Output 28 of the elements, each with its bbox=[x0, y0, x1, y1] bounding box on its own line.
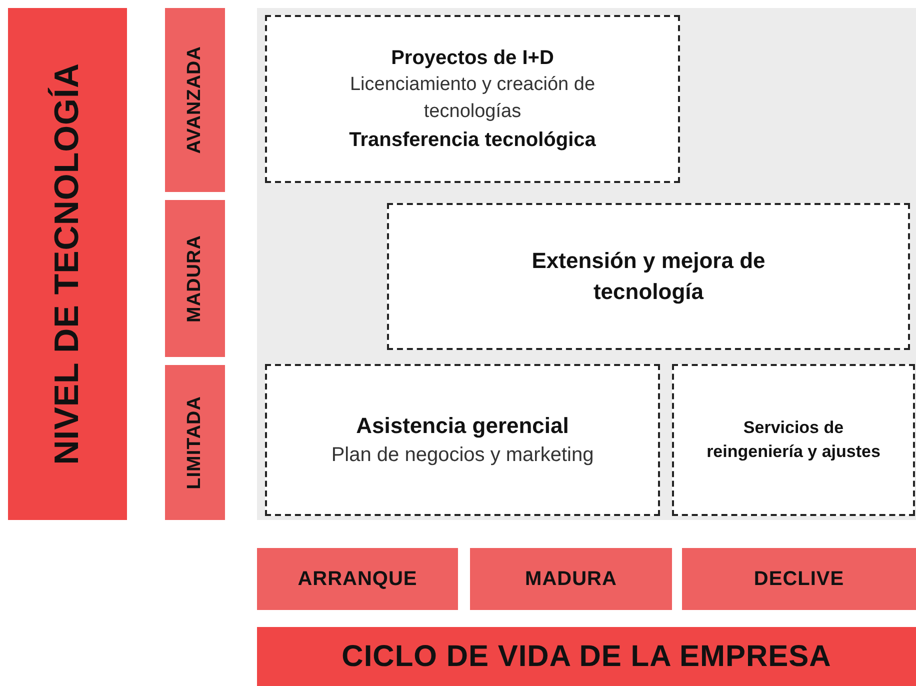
axis-label: DECLIVE bbox=[754, 568, 844, 590]
service-box bbox=[672, 364, 915, 516]
box-heading: Extensión y mejora de tecnología bbox=[530, 246, 766, 306]
service-box bbox=[265, 364, 660, 516]
box-text: Plan de negocios y marketing bbox=[331, 443, 594, 468]
panel-background bbox=[257, 8, 916, 520]
axis-label: LIMITADA bbox=[184, 396, 206, 490]
box-heading: Proyectos de I+D bbox=[391, 46, 554, 72]
service-box bbox=[387, 203, 910, 350]
category-bar bbox=[165, 200, 225, 357]
axis-label: NIVEL DE TECNOLOGÍA bbox=[48, 63, 87, 465]
box-text: Licenciamiento y creación de tecnologías bbox=[348, 73, 596, 124]
box-heading: Asistencia gerencial bbox=[356, 412, 569, 440]
box-heading: Transferencia tecnológica bbox=[349, 128, 596, 153]
category-bar bbox=[257, 548, 458, 610]
category-bar bbox=[257, 627, 916, 686]
category-bar bbox=[8, 8, 127, 520]
service-box bbox=[265, 15, 680, 183]
axis-label: ARRANQUE bbox=[298, 568, 418, 590]
axis-label: AVANZADA bbox=[184, 46, 206, 154]
box-heading: Servicios de reingeniería y ajustes bbox=[706, 417, 882, 463]
category-bar bbox=[682, 548, 916, 610]
axis-label: CICLO DE VIDA DE LA EMPRESA bbox=[342, 640, 832, 674]
axis-label: MADURA bbox=[525, 568, 617, 590]
category-bar bbox=[165, 365, 225, 520]
category-bar bbox=[165, 8, 225, 192]
category-bar bbox=[470, 548, 672, 610]
axis-label: MADURA bbox=[184, 234, 206, 322]
